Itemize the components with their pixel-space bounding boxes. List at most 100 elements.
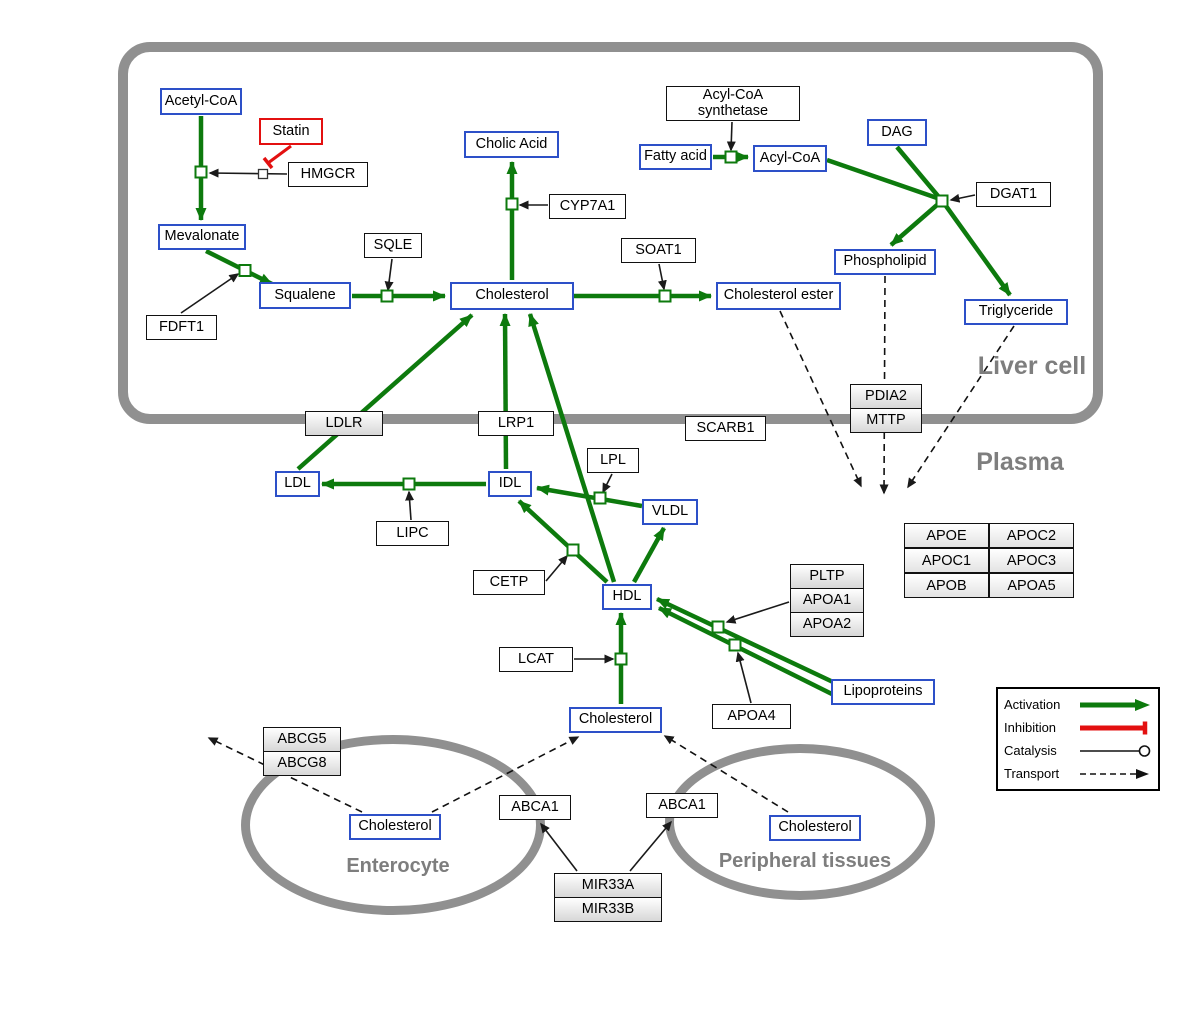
edge-acylcoasynthetase-catalysis bbox=[726, 121, 736, 152]
legend-activation-label: Activation bbox=[1004, 697, 1061, 712]
node-cyp7a1[interactable]: CYP7A1 bbox=[549, 194, 626, 219]
node-acyl-coa-synthetase[interactable]: Acyl-CoA synthetase bbox=[666, 86, 800, 121]
node-statin[interactable]: Statin bbox=[259, 118, 323, 145]
node-acetyl-coa[interactable]: Acetyl-CoA bbox=[160, 88, 242, 115]
node-fdft1[interactable]: FDFT1 bbox=[146, 315, 217, 340]
node-fatty-acid[interactable]: Fatty acid bbox=[639, 144, 712, 170]
node-mir33a[interactable]: MIR33A bbox=[554, 873, 662, 898]
legend-transport-label: Transport bbox=[1004, 766, 1060, 781]
edge-enterocyte-cholesterol-plasma bbox=[431, 736, 580, 813]
node-cholesterol-ester[interactable]: Cholesterol ester bbox=[716, 282, 841, 310]
node-apoc3[interactable]: APOC3 bbox=[989, 548, 1074, 573]
anchor-dgat1 bbox=[935, 194, 949, 208]
node-lipoproteins[interactable]: Lipoproteins bbox=[831, 679, 935, 705]
node-mevalonate[interactable]: Mevalonate bbox=[158, 224, 246, 250]
node-apob[interactable]: APOB bbox=[904, 573, 989, 598]
node-lipc[interactable]: LIPC bbox=[376, 521, 449, 546]
node-pltp[interactable]: PLTP bbox=[790, 564, 864, 589]
node-lpl[interactable]: LPL bbox=[587, 448, 639, 473]
anchor-lpl bbox=[593, 491, 607, 505]
edge-triglyceride-plasma bbox=[907, 325, 1015, 489]
edge-acylcoa-dgat-junction bbox=[826, 157, 938, 201]
node-apoa4[interactable]: APOA4 bbox=[712, 704, 791, 729]
node-soat1[interactable]: SOAT1 bbox=[621, 238, 696, 263]
node-vldl[interactable]: VLDL bbox=[642, 499, 698, 525]
node-abcg5[interactable]: ABCG5 bbox=[263, 727, 341, 752]
edge-lipc-catalysis bbox=[405, 490, 415, 521]
anchor-apoa4 bbox=[728, 638, 742, 652]
legend-inhibition-label: Inhibition bbox=[1004, 720, 1057, 735]
anchor-sqle bbox=[380, 289, 394, 303]
legend-row-inhibition: Inhibition bbox=[1004, 720, 1152, 736]
node-ldlr[interactable]: LDLR bbox=[305, 411, 383, 436]
edge-apoa4 bbox=[735, 651, 752, 704]
edge-dgat1-catalysis bbox=[949, 193, 976, 203]
enterocyte-label: Enterocyte bbox=[346, 855, 450, 877]
node-abca1-right[interactable]: ABCA1 bbox=[646, 793, 718, 818]
inhibition-edges bbox=[262, 144, 292, 170]
edge-lpl-catalysis bbox=[602, 473, 613, 494]
anchor-acylcoa-synthetase bbox=[724, 150, 738, 164]
edge-lipoproteins-hdl-lower bbox=[657, 605, 850, 705]
anchor-hmgcr bbox=[194, 165, 208, 179]
node-apoc2[interactable]: APOC2 bbox=[989, 523, 1074, 548]
catalysis-edges bbox=[180, 121, 976, 872]
anchor-cyp7a1 bbox=[505, 197, 519, 211]
node-scarb1[interactable]: SCARB1 bbox=[685, 416, 766, 441]
edge-statin-inhibition bbox=[267, 144, 292, 165]
edge-pltp-apoa-group bbox=[725, 601, 790, 624]
node-mir33b[interactable]: MIR33B bbox=[554, 897, 662, 922]
anchor-soat1 bbox=[658, 289, 672, 303]
edge-cholesterolester-plasma bbox=[779, 310, 862, 488]
edge-junction-phospholipid bbox=[889, 203, 939, 247]
node-idl[interactable]: IDL bbox=[488, 471, 532, 497]
node-cholic-acid[interactable]: Cholic Acid bbox=[464, 131, 559, 158]
edge-mir33-abca1-left bbox=[540, 822, 578, 872]
anchor-cetp bbox=[566, 543, 580, 557]
node-abcg8[interactable]: ABCG8 bbox=[263, 751, 341, 776]
node-lcat[interactable]: LCAT bbox=[499, 647, 573, 672]
node-lrp1[interactable]: LRP1 bbox=[478, 411, 554, 436]
edge-ldl-liver-cholesterol bbox=[296, 313, 474, 471]
node-cholesterol-enterocyte[interactable]: Cholesterol bbox=[349, 814, 441, 840]
catalysis-circle-icon bbox=[1080, 744, 1151, 757]
plasma-label: Plasma bbox=[976, 448, 1064, 476]
edge-lipoproteins-hdl-upper bbox=[656, 596, 834, 685]
node-apoa1[interactable]: APOA1 bbox=[790, 588, 864, 613]
node-cetp[interactable]: CETP bbox=[473, 570, 545, 595]
transport-dashed-arrow-icon bbox=[1080, 768, 1149, 779]
node-apoa2[interactable]: APOA2 bbox=[790, 612, 864, 637]
legend-row-transport: Transport bbox=[1004, 766, 1152, 782]
edge-cetp-catalysis bbox=[545, 554, 568, 582]
node-squalene[interactable]: Squalene bbox=[259, 282, 351, 309]
peripheral-tissues-label: Peripheral tissues bbox=[718, 850, 892, 872]
node-sqle[interactable]: SQLE bbox=[364, 233, 422, 258]
edge-hdl-vldl bbox=[632, 526, 666, 584]
node-phospholipid[interactable]: Phospholipid bbox=[834, 249, 936, 275]
legend: Activation Inhibition Catalysis Transpor… bbox=[996, 687, 1160, 791]
node-mttp[interactable]: MTTP bbox=[850, 408, 922, 433]
node-cholesterol-liver[interactable]: Cholesterol bbox=[450, 282, 574, 310]
legend-row-activation: Activation bbox=[1004, 697, 1152, 713]
node-abca1-left[interactable]: ABCA1 bbox=[499, 795, 571, 820]
node-acyl-coa[interactable]: Acyl-CoA bbox=[753, 145, 827, 172]
node-hmgcr[interactable]: HMGCR bbox=[288, 162, 368, 187]
node-apoa5[interactable]: APOA5 bbox=[989, 573, 1074, 598]
legend-row-catalysis: Catalysis bbox=[1004, 743, 1152, 759]
node-apoc1[interactable]: APOC1 bbox=[904, 548, 989, 573]
node-ldl[interactable]: LDL bbox=[275, 471, 320, 497]
node-dag[interactable]: DAG bbox=[867, 119, 927, 146]
node-hdl[interactable]: HDL bbox=[602, 584, 652, 610]
node-pdia2[interactable]: PDIA2 bbox=[850, 384, 922, 409]
apolipoprotein-table: APOE APOC2 APOC1 APOC3 APOB APOA5 bbox=[904, 523, 1074, 598]
edge-vldl-idl bbox=[536, 484, 643, 509]
node-triglyceride[interactable]: Triglyceride bbox=[964, 299, 1068, 325]
node-cholesterol-plasma[interactable]: Cholesterol bbox=[569, 707, 662, 733]
anchor-pltp-group bbox=[711, 620, 725, 634]
node-dgat1[interactable]: DGAT1 bbox=[976, 182, 1051, 207]
edge-mir33-abca1-right bbox=[629, 820, 672, 872]
node-apoe[interactable]: APOE bbox=[904, 523, 989, 548]
node-cholesterol-peripheral[interactable]: Cholesterol bbox=[769, 815, 861, 841]
edge-peripheral-cholesterol-plasma bbox=[663, 735, 789, 813]
